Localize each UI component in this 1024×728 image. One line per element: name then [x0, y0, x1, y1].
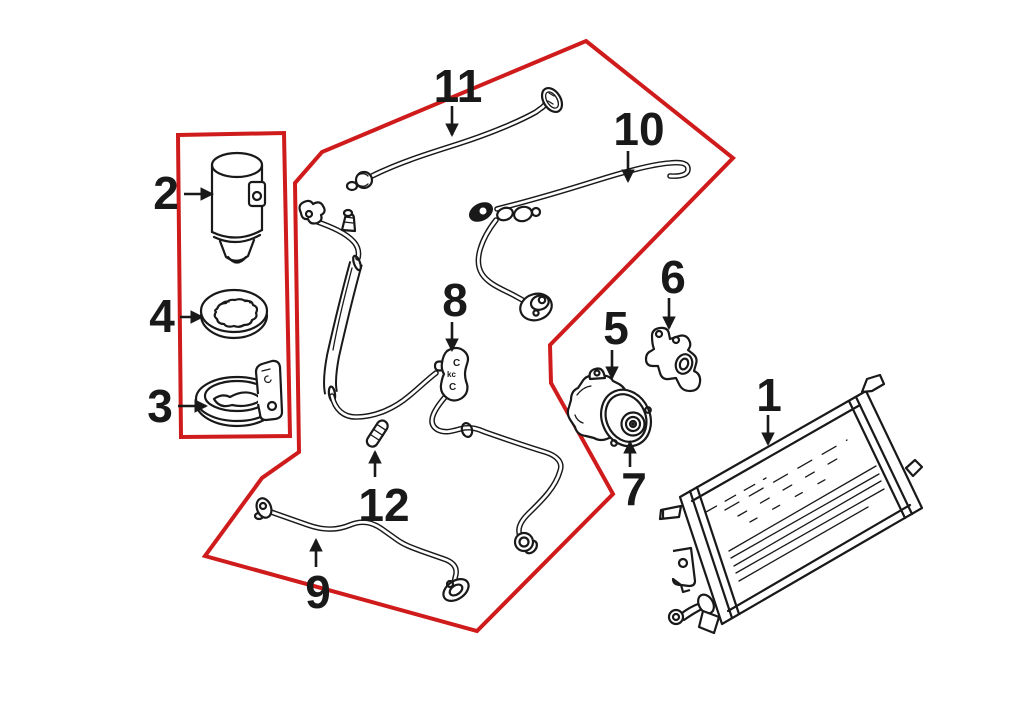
condenser-frame [678, 389, 924, 626]
callout-9: 9 [305, 537, 331, 618]
callout-9-label: 9 [305, 566, 331, 618]
callout-7-label: 7 [621, 463, 647, 515]
callout-4-label: 4 [149, 290, 175, 342]
part-pipe-11 [345, 86, 564, 192]
callout-12-label: 12 [358, 479, 409, 531]
callout-5-label: 5 [603, 302, 629, 354]
part-line-10 [469, 163, 688, 322]
callout-6: 6 [660, 251, 686, 331]
callout-2-label: 2 [153, 167, 179, 219]
callout-1-label: 1 [756, 369, 782, 421]
plate-mark-top: C [453, 358, 460, 369]
line9-end-flange [442, 577, 470, 603]
condenser-mount-bracket [671, 546, 697, 594]
callout-4: 4 [149, 290, 205, 342]
highlight-outlines [175, 38, 736, 634]
drier-top-face [210, 151, 264, 179]
condenser-right-tab [904, 458, 924, 478]
highlight-box-receiver-drier [175, 130, 293, 440]
highlight-polygon-hose-group [201, 38, 736, 634]
hose8-service-valve [340, 208, 357, 233]
part-receiver-drier [210, 151, 267, 264]
callout-8: 8 [442, 274, 468, 353]
part-compressor [566, 367, 652, 448]
compressor-clutch-pulley [620, 411, 646, 437]
condenser-top-tab [860, 373, 886, 394]
part-condenser [658, 373, 924, 635]
part-drier-clamp [194, 359, 284, 428]
condenser-core-tubes [728, 465, 885, 582]
callout-11-label: 11 [434, 60, 483, 112]
part-line-9 [253, 497, 470, 603]
part-drier-cap [199, 288, 269, 340]
part-stud-bolt-12 [365, 419, 389, 448]
condenser-left-tab [658, 504, 683, 521]
callout-3-label: 3 [147, 380, 173, 432]
part-hose-assembly-8: C kc C [298, 199, 561, 555]
compressor-top-tab [588, 367, 607, 381]
callout-6-label: 6 [660, 251, 686, 303]
callout-3: 3 [147, 380, 209, 432]
pipe11-flange [540, 86, 564, 114]
condenser-foot [697, 609, 721, 635]
callout-8-label: 8 [442, 274, 468, 326]
callout-1: 1 [756, 369, 782, 447]
callout-2: 2 [153, 167, 215, 219]
condenser-bottom-fitting [667, 593, 715, 626]
hose8-junction-plate [439, 346, 470, 402]
condenser-fin-hatching [705, 439, 848, 523]
line10-barrel-fitting [519, 292, 553, 322]
hose8-end-fitting [513, 531, 539, 555]
plate-mark-bottom: C [449, 382, 456, 393]
part-bracket-6 [644, 326, 702, 393]
callout-10: 10 [613, 103, 665, 184]
callouts: 1 2 3 4 5 6 7 8 [147, 60, 782, 618]
callout-12: 12 [358, 449, 410, 531]
callout-7: 7 [621, 439, 647, 515]
plate-mark-middle: kc [447, 370, 456, 379]
callout-5: 5 [603, 302, 629, 381]
bracket-barrel [674, 353, 694, 375]
callout-11: 11 [434, 60, 483, 138]
drier-side-tab [247, 180, 267, 208]
callout-10-label: 10 [613, 103, 664, 155]
